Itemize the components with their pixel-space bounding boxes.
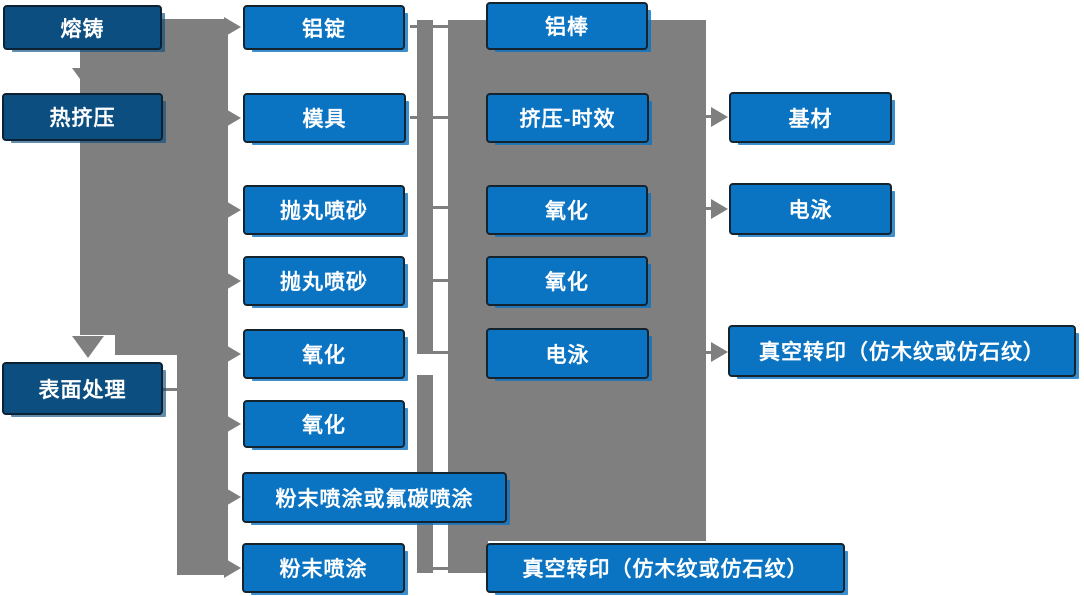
node-electrophoresis-4: 电泳 (729, 183, 892, 235)
connector-row1 (410, 25, 448, 28)
arrow-to-electrophoresis-4-icon (711, 199, 728, 219)
node-powder-or-fluorocarbon-coating: 粉末喷涂或氟碳喷涂 (242, 472, 507, 523)
node-electrophoresis-3: 电泳 (486, 328, 649, 379)
node-powder-coating: 粉末喷涂 (242, 543, 405, 593)
connector-shaft-vacuum-transfer (704, 351, 716, 354)
connector-row5 (432, 351, 448, 354)
connector-bottom (432, 567, 450, 570)
flow-trunk-left (80, 19, 228, 335)
node-surface-treatment: 表面处理 (2, 362, 163, 415)
node-aluminum-rod: 铝棒 (486, 2, 648, 50)
arrow-to-mold-icon (224, 108, 241, 128)
connector-row4 (432, 279, 448, 282)
node-base-material: 基材 (729, 92, 892, 143)
arrow-to-oxidation-2-icon (224, 414, 241, 434)
node-shot-blasting-2: 抛丸喷砂 (243, 256, 405, 306)
connector-row3 (432, 206, 448, 209)
connector-row2 (410, 116, 448, 119)
arrow-to-aluminum-ingot-icon (224, 17, 241, 37)
flow-trunk-left-step (115, 335, 228, 355)
node-shot-blasting-1: 抛丸喷砂 (243, 185, 405, 235)
node-oxidation-3: 氧化 (486, 185, 648, 235)
arrow-to-vacuum-transfer-4-icon (711, 342, 728, 362)
arrow-down-to-hot-extrusion-icon (72, 68, 104, 90)
node-oxidation-2: 氧化 (243, 400, 405, 448)
arrow-to-shot-blasting-1-icon (224, 200, 241, 220)
node-hot-extrusion: 热挤压 (2, 93, 163, 141)
arrow-to-powder-coating-icon (224, 558, 241, 578)
node-aluminum-ingot: 铝锭 (243, 5, 405, 50)
connector-shaft-base-material (704, 115, 716, 118)
node-melting-casting: 熔铸 (3, 5, 162, 50)
flow-band-left-lower (177, 355, 228, 575)
node-oxidation-1: 氧化 (243, 329, 405, 379)
connector-surface-treatment (163, 388, 177, 391)
arrow-down-to-surface-treatment-icon (72, 336, 104, 358)
flow-bar-middle-upper (417, 20, 433, 354)
connector-shaft-electrophoresis (704, 207, 716, 210)
node-extrusion-aging: 挤压-时效 (486, 93, 649, 143)
node-oxidation-4: 氧化 (486, 256, 648, 306)
arrow-to-shot-blasting-2-icon (224, 271, 241, 291)
node-vacuum-transfer-bottom: 真空转印（仿木纹或仿石纹） (486, 543, 845, 593)
arrow-to-powder-fluorocarbon-icon (224, 487, 241, 507)
flow-panel-right-foot (448, 540, 488, 573)
node-mold: 模具 (243, 93, 406, 143)
node-vacuum-transfer-right: 真空转印（仿木纹或仿石纹） (728, 325, 1076, 377)
arrow-to-oxidation-1-icon (224, 344, 241, 364)
arrow-to-base-material-icon (711, 107, 728, 127)
